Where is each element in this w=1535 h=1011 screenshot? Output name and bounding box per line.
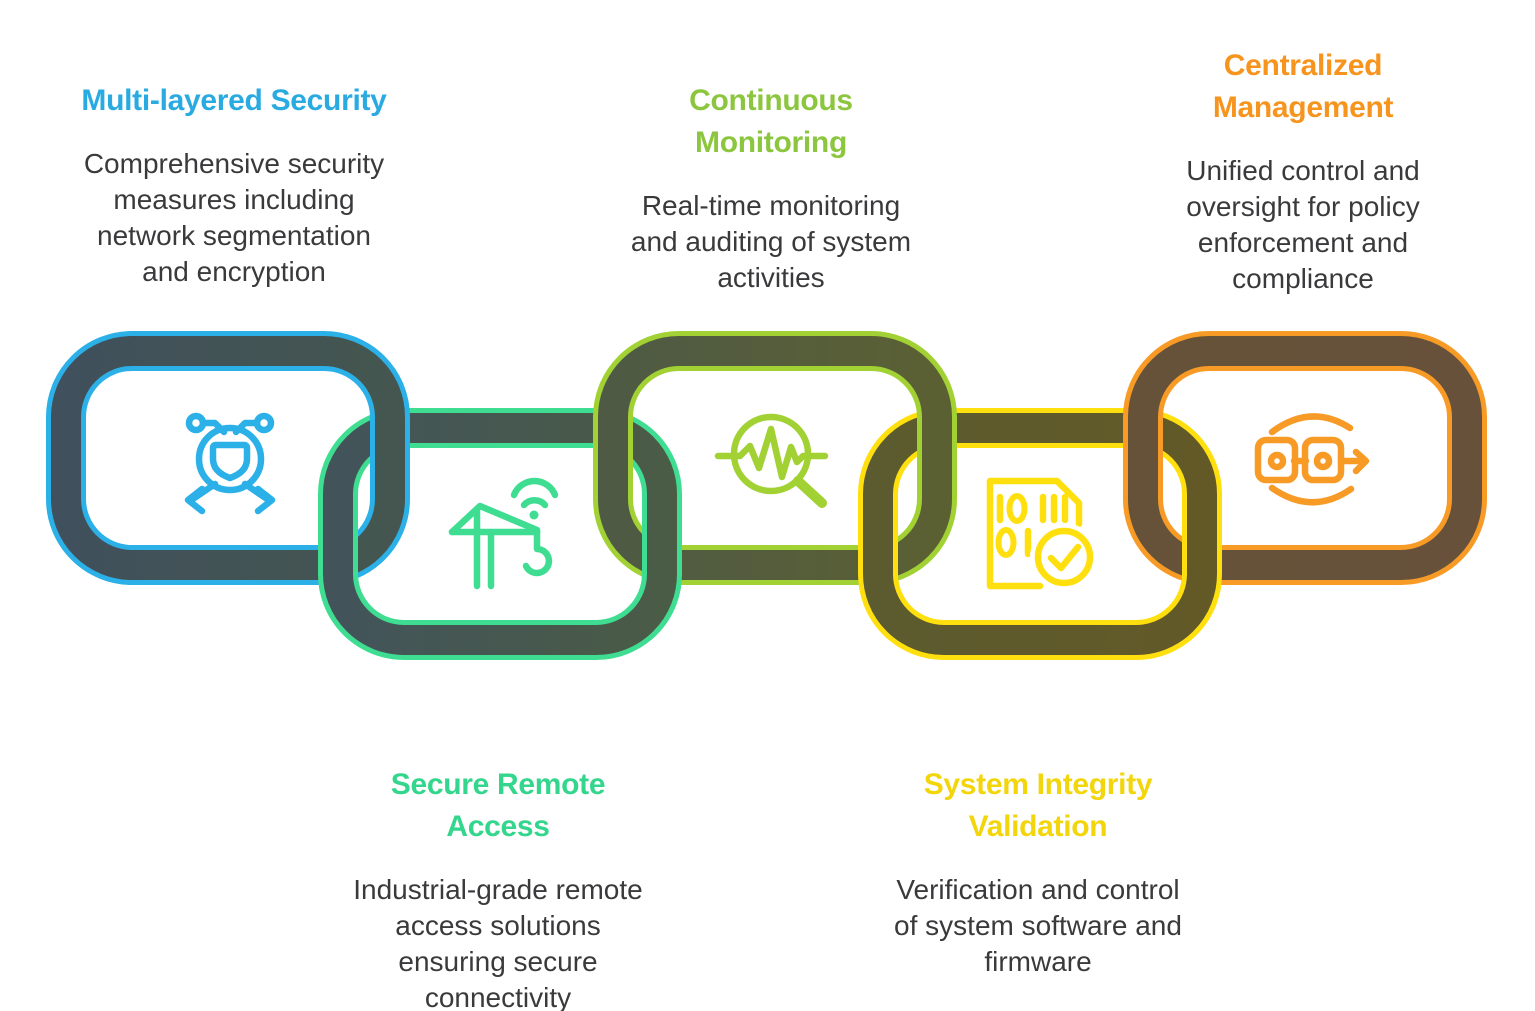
label-secure-remote-access: Secure Remote Access Industrial-grade re… <box>302 746 694 1011</box>
item-description: Industrial-grade remote access solutions… <box>353 874 643 1011</box>
item-description: Real-time monitoring and auditing of sys… <box>630 190 912 293</box>
label-system-integrity-validation: System Integrity Validation Verification… <box>842 746 1234 998</box>
label-continuous-monitoring: Continuous Monitoring Real-time monitori… <box>575 62 967 314</box>
pulse-magnifier-icon <box>714 413 829 508</box>
item-description: Comprehensive security measures includin… <box>83 148 385 287</box>
chain-link-centralized-management <box>1123 331 1487 585</box>
item-title: Continuous Monitoring <box>689 84 853 159</box>
chain-link-multi-layered-security <box>46 331 410 585</box>
crane-wifi-icon <box>448 477 559 590</box>
item-description: Unified control and oversight for policy… <box>1186 155 1420 294</box>
item-description: Verification and control of system softw… <box>894 874 1182 977</box>
item-title: Centralized Management <box>1212 49 1394 124</box>
label-centralized-management: Centralized Management Unified control a… <box>1107 27 1499 315</box>
item-title: Secure Remote Access <box>390 768 606 843</box>
chain-link-continuous-monitoring <box>593 331 957 585</box>
binary-document-check-icon <box>986 477 1098 591</box>
item-title: System Integrity Validation <box>923 768 1153 843</box>
linked-nodes-sync-icon <box>1254 413 1370 506</box>
label-multi-layered-security: Multi-layered Security Comprehensive sec… <box>38 62 430 308</box>
item-title: Multi-layered Security <box>81 84 387 117</box>
shield-network-icon <box>184 412 276 515</box>
